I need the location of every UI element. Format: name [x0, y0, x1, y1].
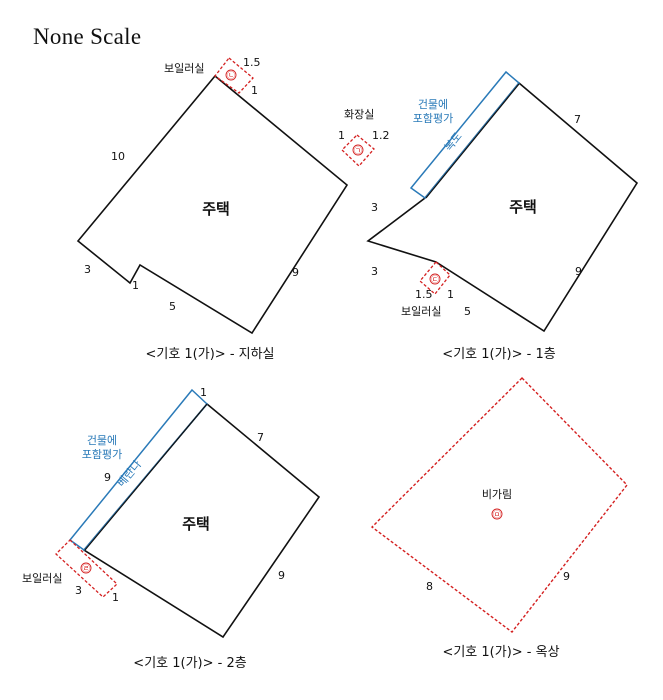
dim-floor2-strip-w: 1	[200, 386, 207, 399]
roof-marker-text: ㉤	[493, 510, 501, 519]
dim-basement-bottom: 5	[169, 300, 176, 313]
floor2-veranda-strip	[68, 388, 209, 552]
boiler-marker-text-floor1: ㉢	[431, 275, 439, 284]
boiler-label-floor2: 보일러실	[22, 571, 62, 585]
floor1-outline	[366, 81, 639, 333]
building-label-floor2: 주택	[182, 515, 210, 533]
dim-floor2-top-right: 7	[257, 431, 264, 444]
dim-floor2-boiler-b: 1	[112, 591, 119, 604]
dim-floor1-bottom: 5	[464, 305, 471, 318]
toilet-marker	[352, 144, 364, 156]
dim-floor2-left: 9	[104, 471, 111, 484]
included-label-2-floor1: 포함평가	[413, 112, 453, 125]
dim-floor1-right: 9	[575, 265, 582, 278]
page-title: None Scale	[33, 24, 142, 49]
boiler-room-basement	[214, 57, 254, 94]
dim-basement-notch-step: 1	[132, 279, 139, 292]
dim-roof-left: 8	[426, 580, 433, 593]
caption-roof: <기호 1(가)> - 옥상	[442, 645, 559, 660]
boiler-marker-floor1	[429, 273, 441, 285]
caption-basement: <기호 1(가)> - 지하실	[145, 347, 274, 362]
roof-marker	[491, 508, 503, 520]
included-label-1-floor1: 건물에	[418, 98, 448, 111]
dim-floor2-right: 9	[278, 569, 285, 582]
dim-floor1-boiler-b: 1	[447, 288, 454, 301]
caption-floor1: <기호 1(가)> - 1층	[442, 347, 555, 362]
toilet-marker-text: ㉠	[354, 146, 362, 155]
dim-basement-notch-left: 3	[84, 263, 91, 276]
roof-area-label: 비가림	[482, 488, 512, 501]
roof-plan: ㉤ 비가림 8 9 <기호 1(가)> - 옥상	[370, 377, 628, 660]
dim-toilet-h: 1.2	[372, 129, 390, 142]
floor1-plan: ㉢ 건물에 포함평가 복도 7 3 3 9 1.5 1 보일러실 5 주택 <기…	[366, 70, 639, 362]
toilet-room	[341, 134, 375, 167]
building-label-basement: 주택	[202, 200, 230, 218]
floor2-plan: ㉣ 건물에 포함평가 베란다 1 7 9 9 보일러실 3 1 주택 <기호 1…	[22, 386, 321, 671]
caption-floor2: <기호 1(가)> - 2층	[133, 656, 246, 671]
included-label-1-floor2: 건물에	[87, 434, 117, 447]
floor1-hallway-strip	[409, 70, 521, 200]
boiler-label-floor1: 보일러실	[401, 304, 441, 318]
dim-floor1-boiler-a: 1.5	[415, 288, 433, 301]
boiler-marker-text-floor2: ㉣	[82, 564, 90, 573]
dim-floor1-left-lower: 3	[371, 265, 378, 278]
dim-floor1-top-right: 7	[574, 113, 581, 126]
dim-roof-right: 9	[563, 570, 570, 583]
boiler-marker-basement	[225, 69, 237, 81]
dim-basement-boiler-side: 1	[251, 84, 258, 97]
dim-basement-top: 1.5	[243, 56, 261, 69]
dim-basement-left: 10	[111, 150, 125, 163]
hallway-label: 복도	[442, 130, 465, 154]
boiler-label-basement: 보일러실	[164, 61, 204, 75]
boiler-marker-floor2	[80, 562, 92, 574]
dim-floor2-boiler-a: 3	[75, 584, 82, 597]
dim-floor1-left-upper: 3	[371, 201, 378, 214]
basement-outline	[76, 74, 349, 335]
toilet-label: 화장실	[344, 108, 374, 121]
boiler-room-floor2	[55, 539, 118, 598]
dim-toilet-w: 1	[338, 129, 345, 142]
building-label-floor1: 주택	[509, 198, 537, 216]
boiler-room-floor1	[419, 261, 451, 295]
dim-basement-right: 9	[292, 266, 299, 279]
included-label-2-floor2: 포함평가	[82, 448, 122, 461]
basement-plan: ㉡ ㉠ 보일러실 1.5 1 화장실 1 1.2 10 9 3 1 5 주택 <…	[76, 56, 390, 362]
boiler-marker-text: ㉡	[227, 71, 235, 80]
roof-canopy-area	[370, 377, 628, 633]
